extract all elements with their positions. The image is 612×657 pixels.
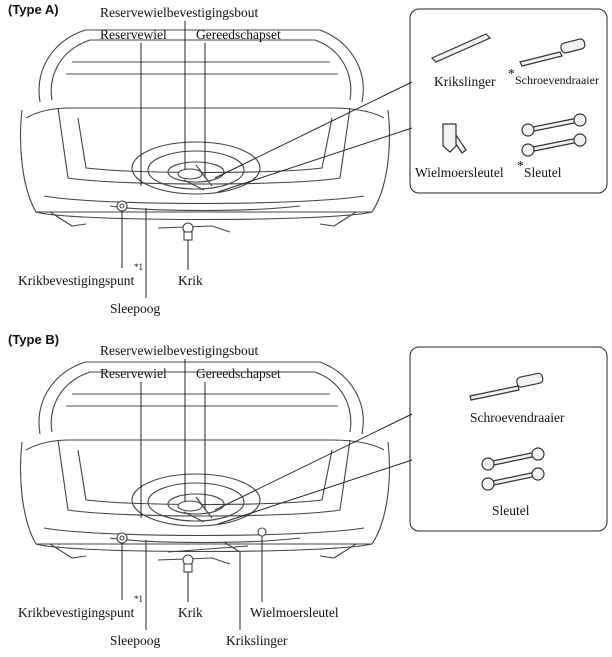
type-b-label-spare-tire-bolt: Reservewielbevestigingsbout	[100, 343, 258, 358]
type-b-jack-mount-note: *1	[134, 594, 143, 604]
type-b-label-spare-tire: Reservewiel	[100, 366, 167, 381]
screwdriver-icon	[519, 51, 563, 67]
type-a-label-spare-tire: Reservewiel	[100, 27, 167, 42]
type-b-title: (Type B)	[8, 332, 59, 347]
type-b-tray-tools	[167, 541, 249, 553]
type-b-tool-wrench: Sleutel	[492, 503, 530, 518]
jack-handle-icon	[430, 33, 492, 63]
type-b-label-jack-handle: Krikslinger	[226, 633, 288, 648]
type-b-label-jack: Krik	[178, 605, 203, 620]
type-a-label-tow-hook: Sleepoog	[110, 301, 160, 316]
type-b-tool-box	[409, 346, 608, 532]
wrench-icon	[481, 447, 545, 491]
type-a-tool-lug-wrench: Wielmoersleutel	[415, 165, 504, 180]
screwdriver-icon	[469, 372, 544, 401]
type-a-title: (Type A)	[8, 2, 59, 17]
type-a-tool-wrench: Sleutel	[524, 165, 562, 180]
type-a-callout-lines	[214, 81, 413, 193]
type-b-tool-screwdriver: Schroevendraaier	[470, 410, 565, 425]
type-a-jack-mount-note: *1	[134, 262, 143, 272]
type-b-callout-lines	[214, 413, 413, 525]
type-a-tool-screwdriver: Schroevendraaier	[515, 73, 599, 87]
type-b-label-lug-wrench: Wielmoersleutel	[250, 605, 339, 620]
type-b-label-jack-mount: Krikbevestigingspunt	[18, 605, 134, 620]
type-a-label-jack-mount: Krikbevestigingspunt	[18, 273, 134, 288]
type-a-wrench-mark: *	[517, 158, 524, 173]
wrench-icon	[521, 113, 587, 157]
type-b-section: (Type B) Reservewielbevestigingsbout Res…	[8, 332, 608, 648]
type-b-label-tow-hook: Sleepoog	[110, 633, 160, 648]
type-a-label-spare-tire-bolt: Reservewielbevestigingsbout	[100, 5, 258, 20]
type-b-label-tool-set: Gereedschapset	[196, 366, 281, 381]
type-a-tool-jack-handle: Krikslinger	[434, 74, 496, 89]
type-a-section: (Type A) Reservewielbevestigingsbout Res…	[8, 2, 608, 316]
type-a-label-tool-set: Gereedschapset	[196, 27, 281, 42]
type-a-label-jack: Krik	[178, 273, 203, 288]
type-a-tool-box	[409, 8, 608, 194]
type-a-screwdriver-mark: *	[508, 66, 515, 81]
